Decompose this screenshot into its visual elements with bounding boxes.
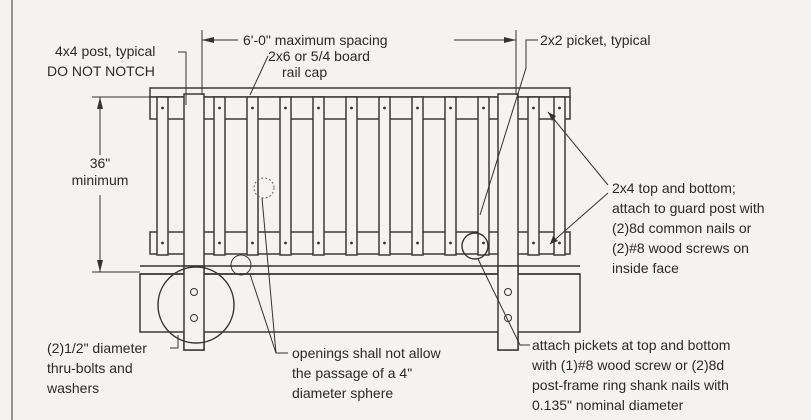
post-label-line2: DO NOT NOTCH xyxy=(47,63,155,79)
attach-label-line4: 0.135" nominal diameter xyxy=(532,397,684,413)
post-right-lower xyxy=(497,265,519,351)
sphere-test-lower xyxy=(230,254,252,276)
post-leader xyxy=(178,51,187,105)
picket-fastener xyxy=(449,241,452,245)
attach-label-line1: attach pickets at top and bottom xyxy=(532,337,730,353)
picket-fastener xyxy=(284,241,287,245)
picket-10 xyxy=(477,96,490,256)
bolts-label-line2: thru-bolts and xyxy=(47,360,133,376)
bolts-leader xyxy=(170,335,179,349)
sphere-test-upper xyxy=(253,177,275,199)
picket-8 xyxy=(411,96,424,256)
picket-fastener xyxy=(251,241,254,245)
picket-6 xyxy=(345,96,358,256)
picket-fastener xyxy=(317,106,320,110)
picket-fastener xyxy=(416,106,419,110)
picket-5 xyxy=(312,96,325,256)
picket-fastener xyxy=(383,106,386,110)
picket-label: 2x2 picket, typical xyxy=(540,32,651,48)
openings-label-line3: diameter sphere xyxy=(292,385,393,401)
openings-label-line1: openings shall not allow xyxy=(292,345,442,361)
picket-12 xyxy=(553,96,566,256)
openings-label-line2: the passage of a 4" xyxy=(292,365,412,381)
height-label-line2: minimum xyxy=(72,172,129,188)
picket-4 xyxy=(279,96,292,256)
picket-detail-circle xyxy=(461,232,489,260)
rails-arrow-bottom xyxy=(550,236,558,244)
bolt-left-bottom xyxy=(190,314,198,322)
openings-leader-upper xyxy=(261,197,277,354)
pickets xyxy=(156,96,566,256)
bolt-left-top xyxy=(190,288,198,296)
rails-label-line3: (2)8d common nails or xyxy=(612,220,752,236)
rails-leader-top xyxy=(547,111,609,186)
picket-11 xyxy=(527,96,540,256)
picket-fastener xyxy=(317,241,320,245)
attach-label-line2: with (1)#8 wood screw or (2)8d xyxy=(531,357,724,373)
railcap-label-line1: 2x6 or 5/4 board xyxy=(268,48,370,64)
spacing-arrow-left xyxy=(202,37,214,43)
picket-1 xyxy=(156,96,169,256)
picket-fastener xyxy=(161,241,164,245)
picket-fastener xyxy=(558,106,561,110)
picket-3 xyxy=(246,96,259,256)
rails-arrow-top xyxy=(548,112,556,121)
rails-leader-bottom xyxy=(549,192,609,245)
picket-fastener xyxy=(383,241,386,245)
picket-fastener xyxy=(218,241,221,245)
picket-fastener xyxy=(449,106,452,110)
picket-2 xyxy=(213,96,226,256)
height-arrow-bottom xyxy=(97,260,103,272)
picket-leader xyxy=(479,39,538,216)
picket-fastener xyxy=(532,241,535,245)
post-label-line1: 4x4 post, typical xyxy=(55,43,155,59)
picket-fastener xyxy=(482,241,485,245)
bolts-label-line1: (2)1/2" diameter xyxy=(47,340,147,356)
rails-label-line4: (2)#8 wood screws on xyxy=(612,240,749,256)
height-label-line1: 36" xyxy=(90,155,111,171)
bolt-detail-circle xyxy=(157,266,235,344)
railcap-label-line2: rail cap xyxy=(282,64,327,80)
rails-label-line2: attach to guard post with xyxy=(612,200,765,216)
picket-fastener xyxy=(482,106,485,110)
picket-fastener xyxy=(350,241,353,245)
picket-fastener xyxy=(350,106,353,110)
bolt-right-top xyxy=(504,288,512,296)
spacing-label: 6'-0" maximum spacing xyxy=(243,32,388,48)
bolts-label-line3: washers xyxy=(46,380,99,396)
attach-label-line3: post-frame ring shank nails with xyxy=(532,377,729,393)
picket-7 xyxy=(378,96,391,256)
post-left-lower xyxy=(183,265,205,351)
picket-9 xyxy=(444,96,457,256)
picket-fastener xyxy=(161,106,164,110)
attach-leader xyxy=(477,258,530,346)
picket-fastener xyxy=(558,241,561,245)
height-label-bg xyxy=(62,155,142,195)
picket-fastener xyxy=(284,106,287,110)
picket-fastener xyxy=(251,106,254,110)
spacing-label-bg xyxy=(238,31,454,49)
rails-label-line1: 2x4 top and bottom; xyxy=(612,180,736,196)
picket-fastener xyxy=(532,106,535,110)
rails-label-line5: inside face xyxy=(612,260,679,276)
picket-fastener xyxy=(416,241,419,245)
picket-fastener xyxy=(218,106,221,110)
spacing-arrow-right xyxy=(504,37,516,43)
height-arrow-top xyxy=(97,97,103,109)
railcap-leader xyxy=(249,55,269,96)
